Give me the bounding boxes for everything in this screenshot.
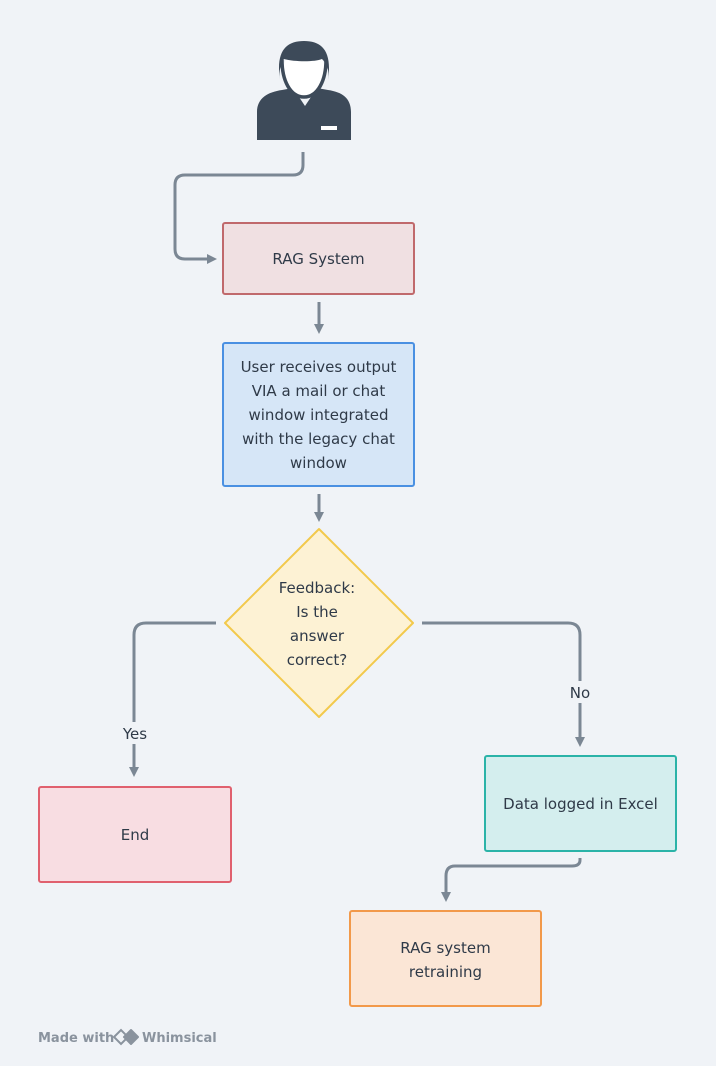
node-rag-system[interactable]: RAG System (222, 222, 415, 295)
made-with-text: Made with (38, 1031, 114, 1046)
feedback-line-2: Is the (296, 603, 338, 621)
yes-label: Yes (122, 725, 147, 743)
output-line-4: with the legacy chat (242, 430, 395, 448)
feedback-line-1: Feedback: (279, 579, 356, 597)
no-label-bg (566, 681, 594, 703)
connector-excel-to-retraining (441, 858, 582, 902)
yes-label-bg (118, 722, 152, 744)
feedback-line-3: answer (290, 627, 345, 645)
connector-feedback-yes (129, 621, 216, 777)
output-line-2: VIA a mail or chat (252, 382, 386, 400)
retraining-line-1: RAG system (400, 939, 490, 957)
node-end[interactable]: End (38, 786, 232, 883)
excel-label: Data logged in Excel (503, 795, 658, 813)
output-line-3: window integrated (249, 406, 389, 424)
end-label: End (121, 826, 150, 844)
no-label: No (570, 684, 590, 702)
output-line-1: User receives output (241, 358, 397, 376)
feedback-line-4: correct? (287, 651, 347, 669)
whimsical-logo-icon (112, 1028, 139, 1046)
rag-system-label: RAG System (272, 250, 364, 268)
output-line-5: window (290, 454, 347, 472)
node-data-logged-excel[interactable]: Data logged in Excel (484, 755, 677, 852)
retraining-line-2: retraining (409, 963, 482, 981)
node-user-receives-output[interactable]: User receives output VIA a mail or chat … (222, 342, 415, 487)
user-icon (257, 41, 351, 140)
footer-made-with-whimsical[interactable]: Made with Whimsical (38, 1028, 217, 1046)
connector-feedback-no (422, 621, 585, 747)
node-rag-retraining[interactable]: RAG system retraining (349, 910, 542, 1007)
connector-user-to-rag (173, 152, 305, 264)
node-feedback-decision[interactable]: Feedback: Is the answer correct? (224, 528, 414, 718)
whimsical-brand-text: Whimsical (142, 1031, 217, 1046)
